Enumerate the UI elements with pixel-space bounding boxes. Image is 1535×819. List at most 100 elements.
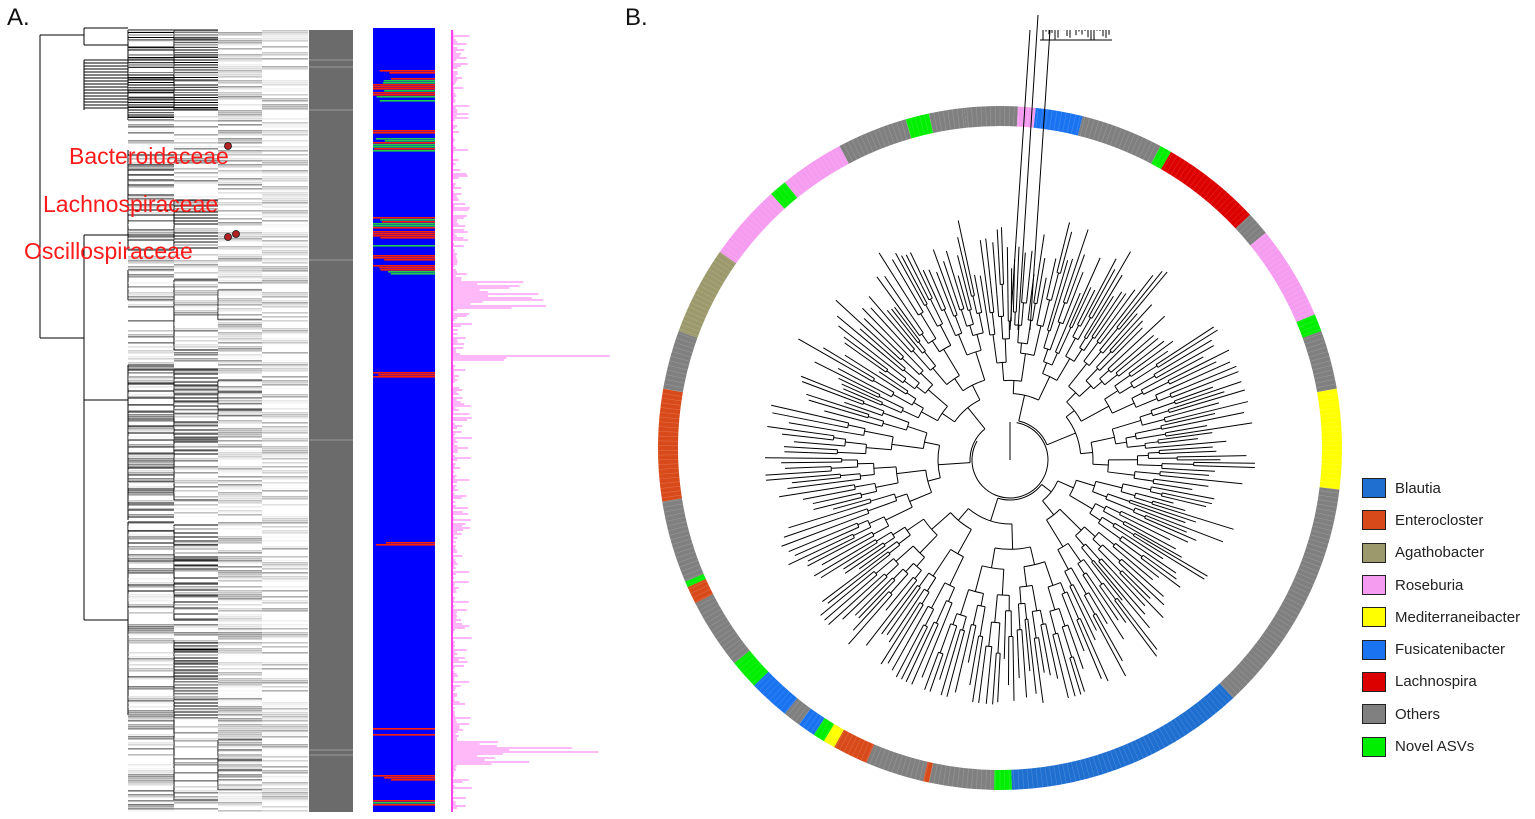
grayscale-row — [218, 604, 262, 606]
grayscale-row — [218, 316, 262, 318]
grayscale-row — [262, 446, 308, 448]
grayscale-row — [128, 626, 174, 628]
grayscale-row — [174, 726, 218, 728]
grayscale-row — [218, 554, 262, 556]
heatmap-hit-row — [373, 225, 435, 227]
grayscale-row — [218, 564, 262, 566]
grayscale-row — [262, 154, 308, 156]
grayscale-row — [262, 568, 308, 570]
grayscale-row — [174, 136, 218, 138]
legend-item-lachnospira: Lachnospira — [1362, 666, 1520, 698]
grayscale-row — [174, 304, 218, 306]
grayscale-row — [128, 534, 174, 536]
grayscale-row — [218, 334, 262, 336]
grayscale-row — [218, 68, 262, 70]
grayscale-row — [262, 408, 308, 410]
grayscale-row — [174, 414, 218, 416]
grayscale-row — [174, 182, 218, 184]
grayscale-row — [262, 808, 308, 810]
grayscale-row — [128, 236, 174, 238]
grayscale-row — [262, 650, 308, 652]
grayscale-row — [174, 422, 218, 424]
grayscale-row — [262, 584, 308, 586]
grayscale-row — [174, 134, 218, 136]
grayscale-row — [262, 672, 308, 674]
grayscale-row — [128, 54, 174, 56]
grayscale-row — [128, 162, 174, 164]
grayscale-row — [174, 412, 218, 414]
grayscale-row — [174, 158, 218, 160]
grayscale-row — [262, 140, 308, 142]
grayscale-row — [174, 278, 218, 280]
grayscale-row — [174, 380, 218, 382]
grayscale-row — [262, 388, 308, 390]
grayscale-row — [262, 496, 308, 498]
grayscale-row — [262, 38, 308, 40]
grayscale-row — [174, 798, 218, 800]
legend-swatch — [1362, 639, 1386, 660]
grayscale-row — [128, 482, 174, 484]
grayscale-row — [218, 222, 262, 224]
grayscale-row — [262, 100, 308, 102]
grayscale-row — [218, 284, 262, 286]
grayscale-row — [174, 392, 218, 394]
grayscale-row — [262, 374, 308, 376]
heatmap-hit-row — [383, 80, 435, 82]
grayscale-row — [262, 726, 308, 728]
grayscale-row — [218, 74, 262, 76]
grayscale-row — [218, 212, 262, 214]
grayscale-row — [128, 120, 174, 122]
grayscale-row — [262, 562, 308, 564]
grayscale-row — [218, 258, 262, 260]
grayscale-row — [218, 216, 262, 218]
grayscale-row — [262, 600, 308, 602]
grayscale-row — [262, 800, 308, 802]
grayscale-row — [262, 196, 308, 198]
grayscale-row — [218, 510, 262, 512]
grayscale-row — [128, 748, 174, 750]
grayscale-row — [262, 522, 308, 524]
grayscale-row — [218, 426, 262, 428]
grayscale-row — [174, 450, 218, 452]
grayscale-row — [128, 686, 174, 688]
grayscale-row — [128, 806, 174, 808]
grayscale-row — [174, 142, 218, 144]
grayscale-row — [218, 92, 262, 94]
legend-swatch — [1362, 542, 1386, 563]
grayscale-row — [218, 62, 262, 64]
heatmap-hit-row — [390, 273, 435, 275]
grayscale-row — [262, 148, 308, 150]
grayscale-row — [174, 560, 218, 562]
grayscale-row — [218, 40, 262, 42]
grayscale-row — [218, 474, 262, 476]
grayscale-row — [128, 606, 174, 608]
grayscale-row — [128, 92, 174, 94]
heatmap-hit-row — [373, 86, 435, 88]
grayscale-row — [262, 182, 308, 184]
grayscale-row — [218, 126, 262, 128]
grayscale-row — [262, 750, 308, 752]
grayscale-row — [262, 564, 308, 566]
grayscale-row — [262, 630, 308, 632]
grayscale-row — [218, 692, 262, 694]
heatmap-hit-row — [373, 144, 435, 146]
grayscale-row — [262, 602, 308, 604]
grayscale-row — [218, 128, 262, 130]
grayscale-row — [218, 672, 262, 674]
grayscale-row — [128, 72, 174, 74]
grayscale-row — [262, 566, 308, 568]
heatmap-hit-row — [373, 94, 435, 96]
grayscale-row — [128, 292, 174, 294]
gray-strip-lines — [309, 59, 353, 756]
grayscale-row — [262, 348, 308, 350]
grayscale-row — [262, 612, 308, 614]
grayscale-row — [128, 530, 174, 532]
grayscale-row — [128, 464, 174, 466]
grayscale-row — [262, 124, 308, 126]
grayscale-row — [262, 772, 308, 774]
grayscale-row — [174, 596, 218, 598]
grayscale-row — [174, 772, 218, 774]
grayscale-row — [262, 80, 308, 82]
grayscale-row — [174, 526, 218, 528]
grayscale-row — [262, 102, 308, 104]
